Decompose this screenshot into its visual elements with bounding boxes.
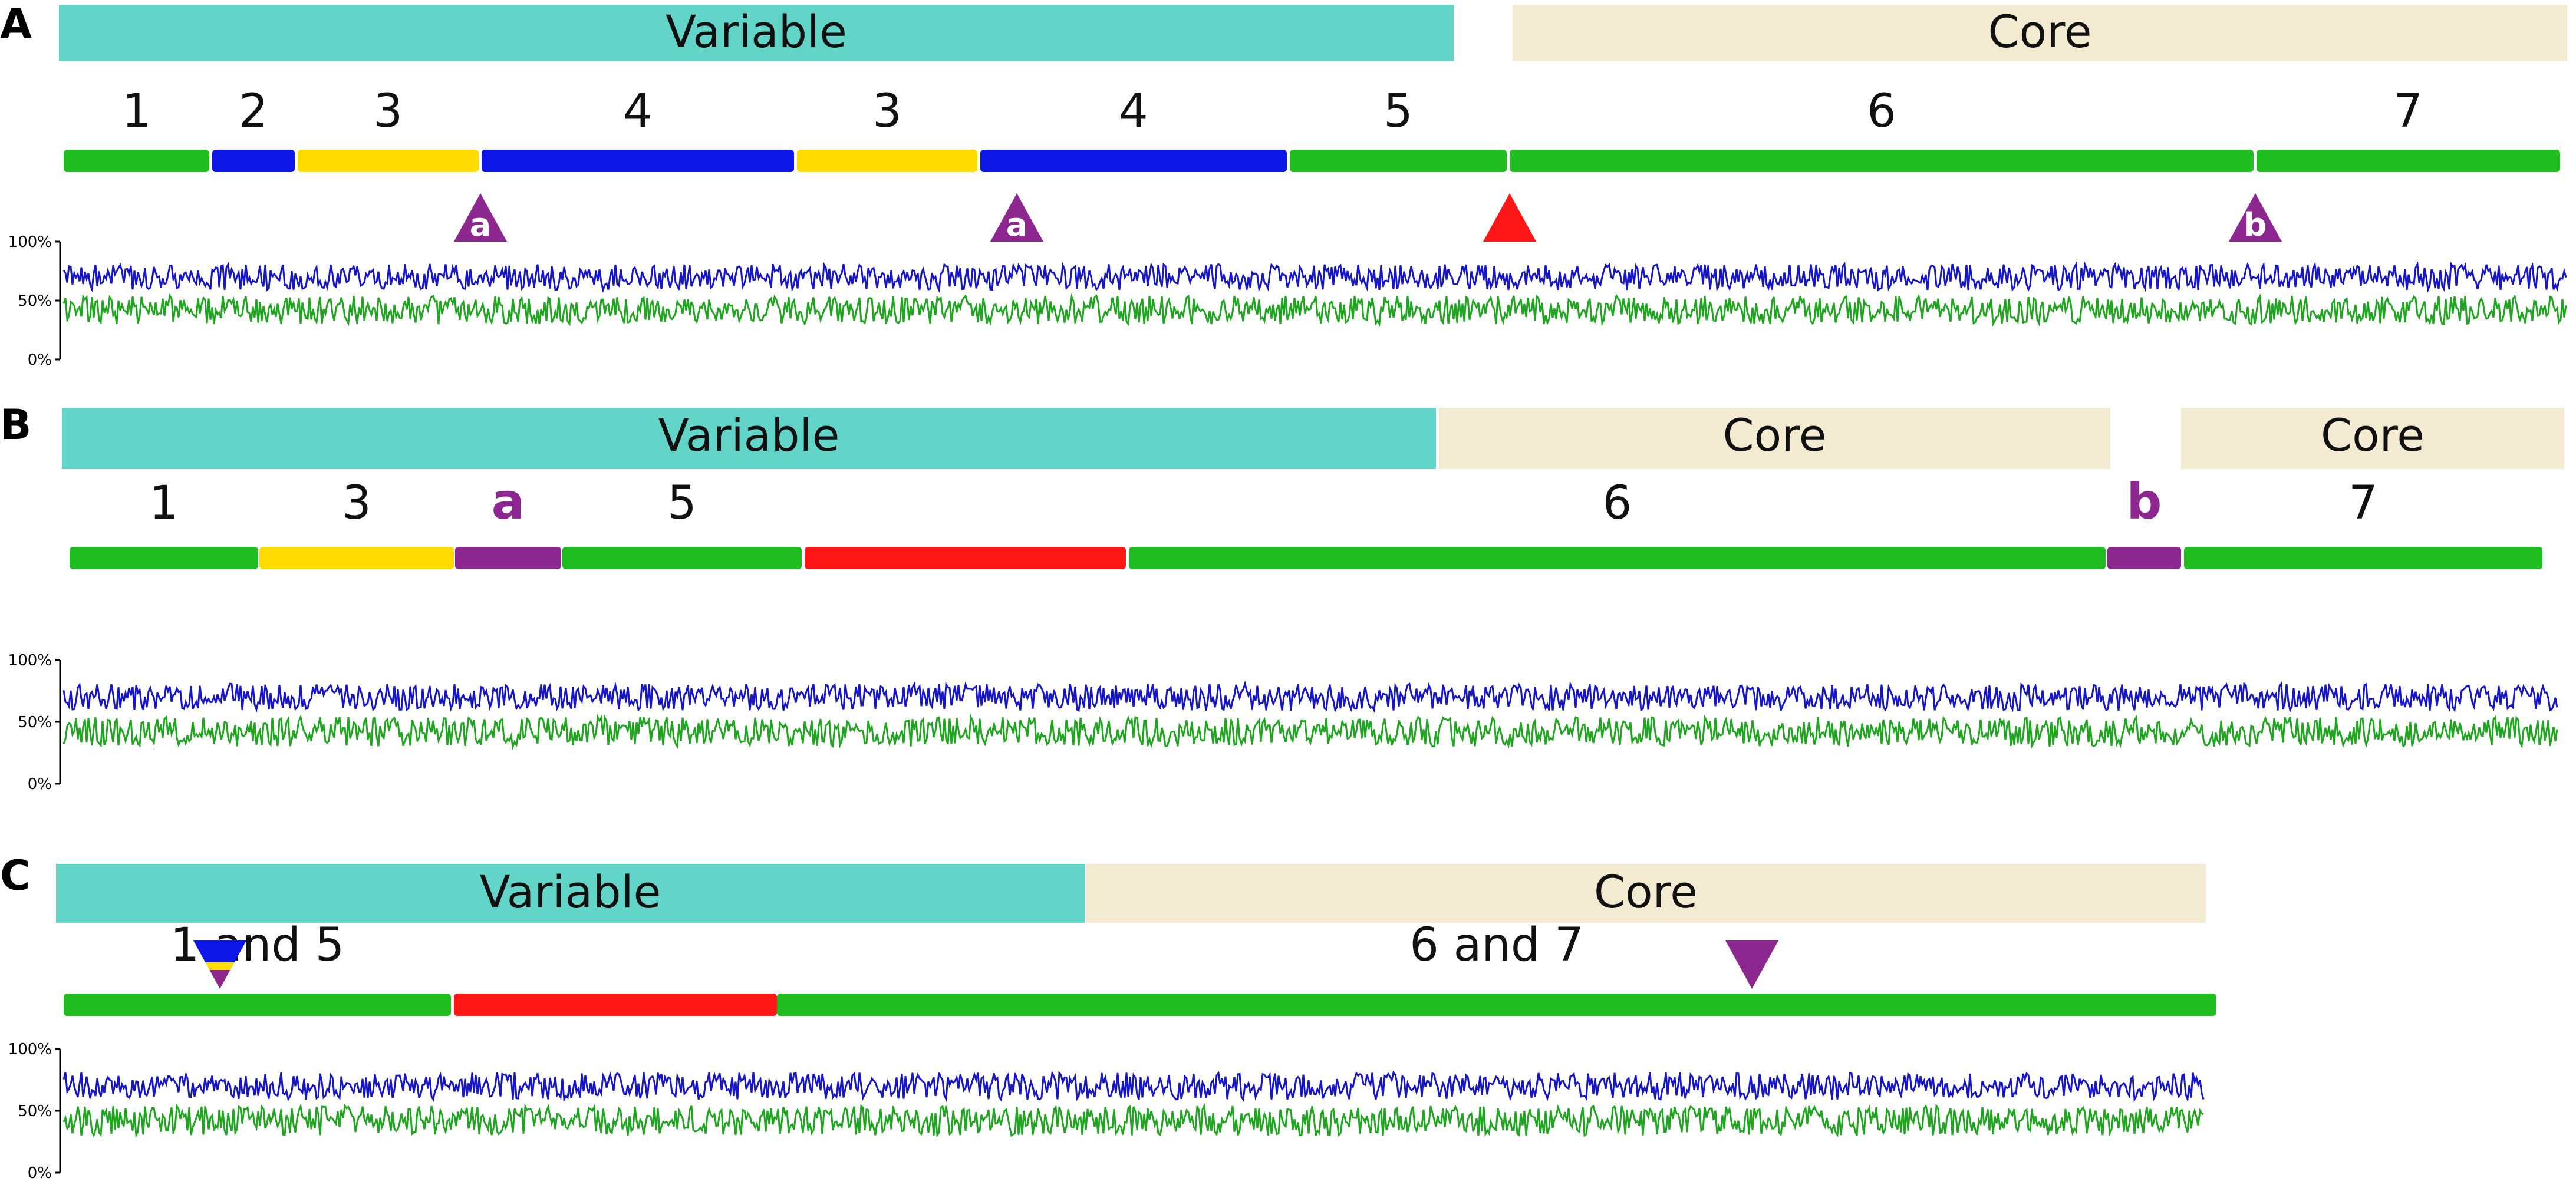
segment-label: 2	[239, 85, 268, 138]
variable-region-band	[56, 864, 1085, 923]
core-region-band	[1439, 408, 2110, 469]
marker-triangle-up	[454, 193, 507, 242]
segment-label: 6 and 7	[1409, 919, 1584, 972]
marker-label: a	[470, 206, 491, 243]
segment-label: 6	[1603, 477, 1632, 530]
segment-label: 5	[1383, 85, 1413, 138]
segment-label: 3	[374, 85, 403, 138]
core-region-band	[2181, 408, 2564, 469]
gene-segment	[2184, 547, 2542, 569]
gene-segment	[2107, 547, 2181, 569]
marker-label: b	[2244, 206, 2267, 243]
variable-region-label: Variable	[480, 866, 661, 918]
segment-label: 6	[1867, 85, 1896, 138]
trace-axis-tick-label: 100%	[8, 233, 52, 251]
green-content-trace	[62, 713, 2558, 750]
trace-axis-tick-label: 50%	[18, 714, 52, 731]
variable-region-label: Variable	[666, 5, 847, 58]
trace-axis-tick-label: 50%	[18, 1103, 52, 1120]
gene-segment	[1290, 150, 1507, 172]
segment-label: 3	[872, 85, 902, 138]
trace-axis-tick-label: 0%	[28, 1164, 52, 1182]
core-region-label: Core	[1723, 409, 1827, 461]
core-region-label: Core	[2321, 409, 2425, 461]
segment-label: 7	[2394, 85, 2423, 138]
segment-label: 1	[122, 85, 151, 138]
blue-content-trace	[62, 680, 2558, 713]
panel-label: C	[0, 852, 30, 900]
gene-segment	[64, 150, 209, 172]
gene-segment	[70, 547, 258, 569]
marker-triangle-up	[1483, 193, 1536, 242]
gene-segment	[298, 150, 479, 172]
marker-triangle-up	[2229, 193, 2282, 242]
marker-triangle-up	[990, 193, 1043, 242]
gene-segment	[2257, 150, 2560, 172]
gene-segment	[797, 150, 977, 172]
core-region-band	[1513, 5, 2567, 61]
blue-content-trace	[62, 1070, 2205, 1103]
core-region-label: Core	[1594, 866, 1698, 918]
segment-label: 3	[342, 477, 371, 530]
panel-b: B Variable Core Core 1 3 a 5 6 b 7 100% 50% 0%	[0, 401, 2564, 793]
gene-segment	[562, 547, 802, 569]
segment-label: 4	[1119, 85, 1148, 138]
content-trace-plot: 100% 50% 0%	[8, 233, 2567, 369]
gene-segment	[454, 994, 777, 1016]
gene-segment	[212, 150, 295, 172]
gene-segment	[1129, 547, 2106, 569]
content-trace-plot: 100% 50% 0%	[8, 1041, 2205, 1182]
trace-axis-tick-label: 0%	[28, 351, 52, 369]
segment-label: 4	[623, 85, 653, 138]
panel-label: B	[0, 401, 31, 449]
segment-label: 1	[149, 477, 179, 530]
gene-segment	[482, 150, 794, 172]
core-region-band	[1086, 864, 2206, 923]
variable-region-label: Variable	[658, 409, 840, 461]
gene-segment	[455, 547, 561, 569]
blue-content-trace	[62, 261, 2567, 293]
marker-label: a	[1006, 206, 1027, 243]
segment-label: 5	[667, 477, 697, 530]
panel-label: A	[0, 0, 32, 48]
content-trace-plot: 100% 50% 0%	[8, 652, 2558, 793]
gene-segment	[64, 994, 451, 1016]
variable-region-band	[62, 408, 1436, 469]
marker-triangle-down	[1725, 940, 1778, 989]
gene-segment	[777, 994, 2216, 1016]
trace-axis-tick-label: 100%	[8, 652, 52, 669]
gene-segment	[1510, 150, 2254, 172]
panel-a: A Variable Core 1 2 3 4 3 4 5 6 7 a a b 100% 50% 0%	[0, 0, 2567, 369]
core-region-label: Core	[1988, 5, 2092, 58]
gene-segment	[259, 547, 454, 569]
segment-label: a	[492, 473, 525, 530]
variable-region-band	[59, 5, 1454, 61]
trace-axis-tick-label: 0%	[28, 776, 52, 793]
gene-segment	[980, 150, 1287, 172]
green-content-trace	[62, 293, 2567, 328]
trace-axis-tick-label: 100%	[8, 1041, 52, 1058]
segment-label: b	[2126, 473, 2162, 530]
gene-segment	[805, 547, 1126, 569]
segment-label: 7	[2348, 477, 2378, 530]
trace-axis-tick-label: 50%	[18, 292, 52, 310]
green-content-trace	[62, 1103, 2204, 1138]
